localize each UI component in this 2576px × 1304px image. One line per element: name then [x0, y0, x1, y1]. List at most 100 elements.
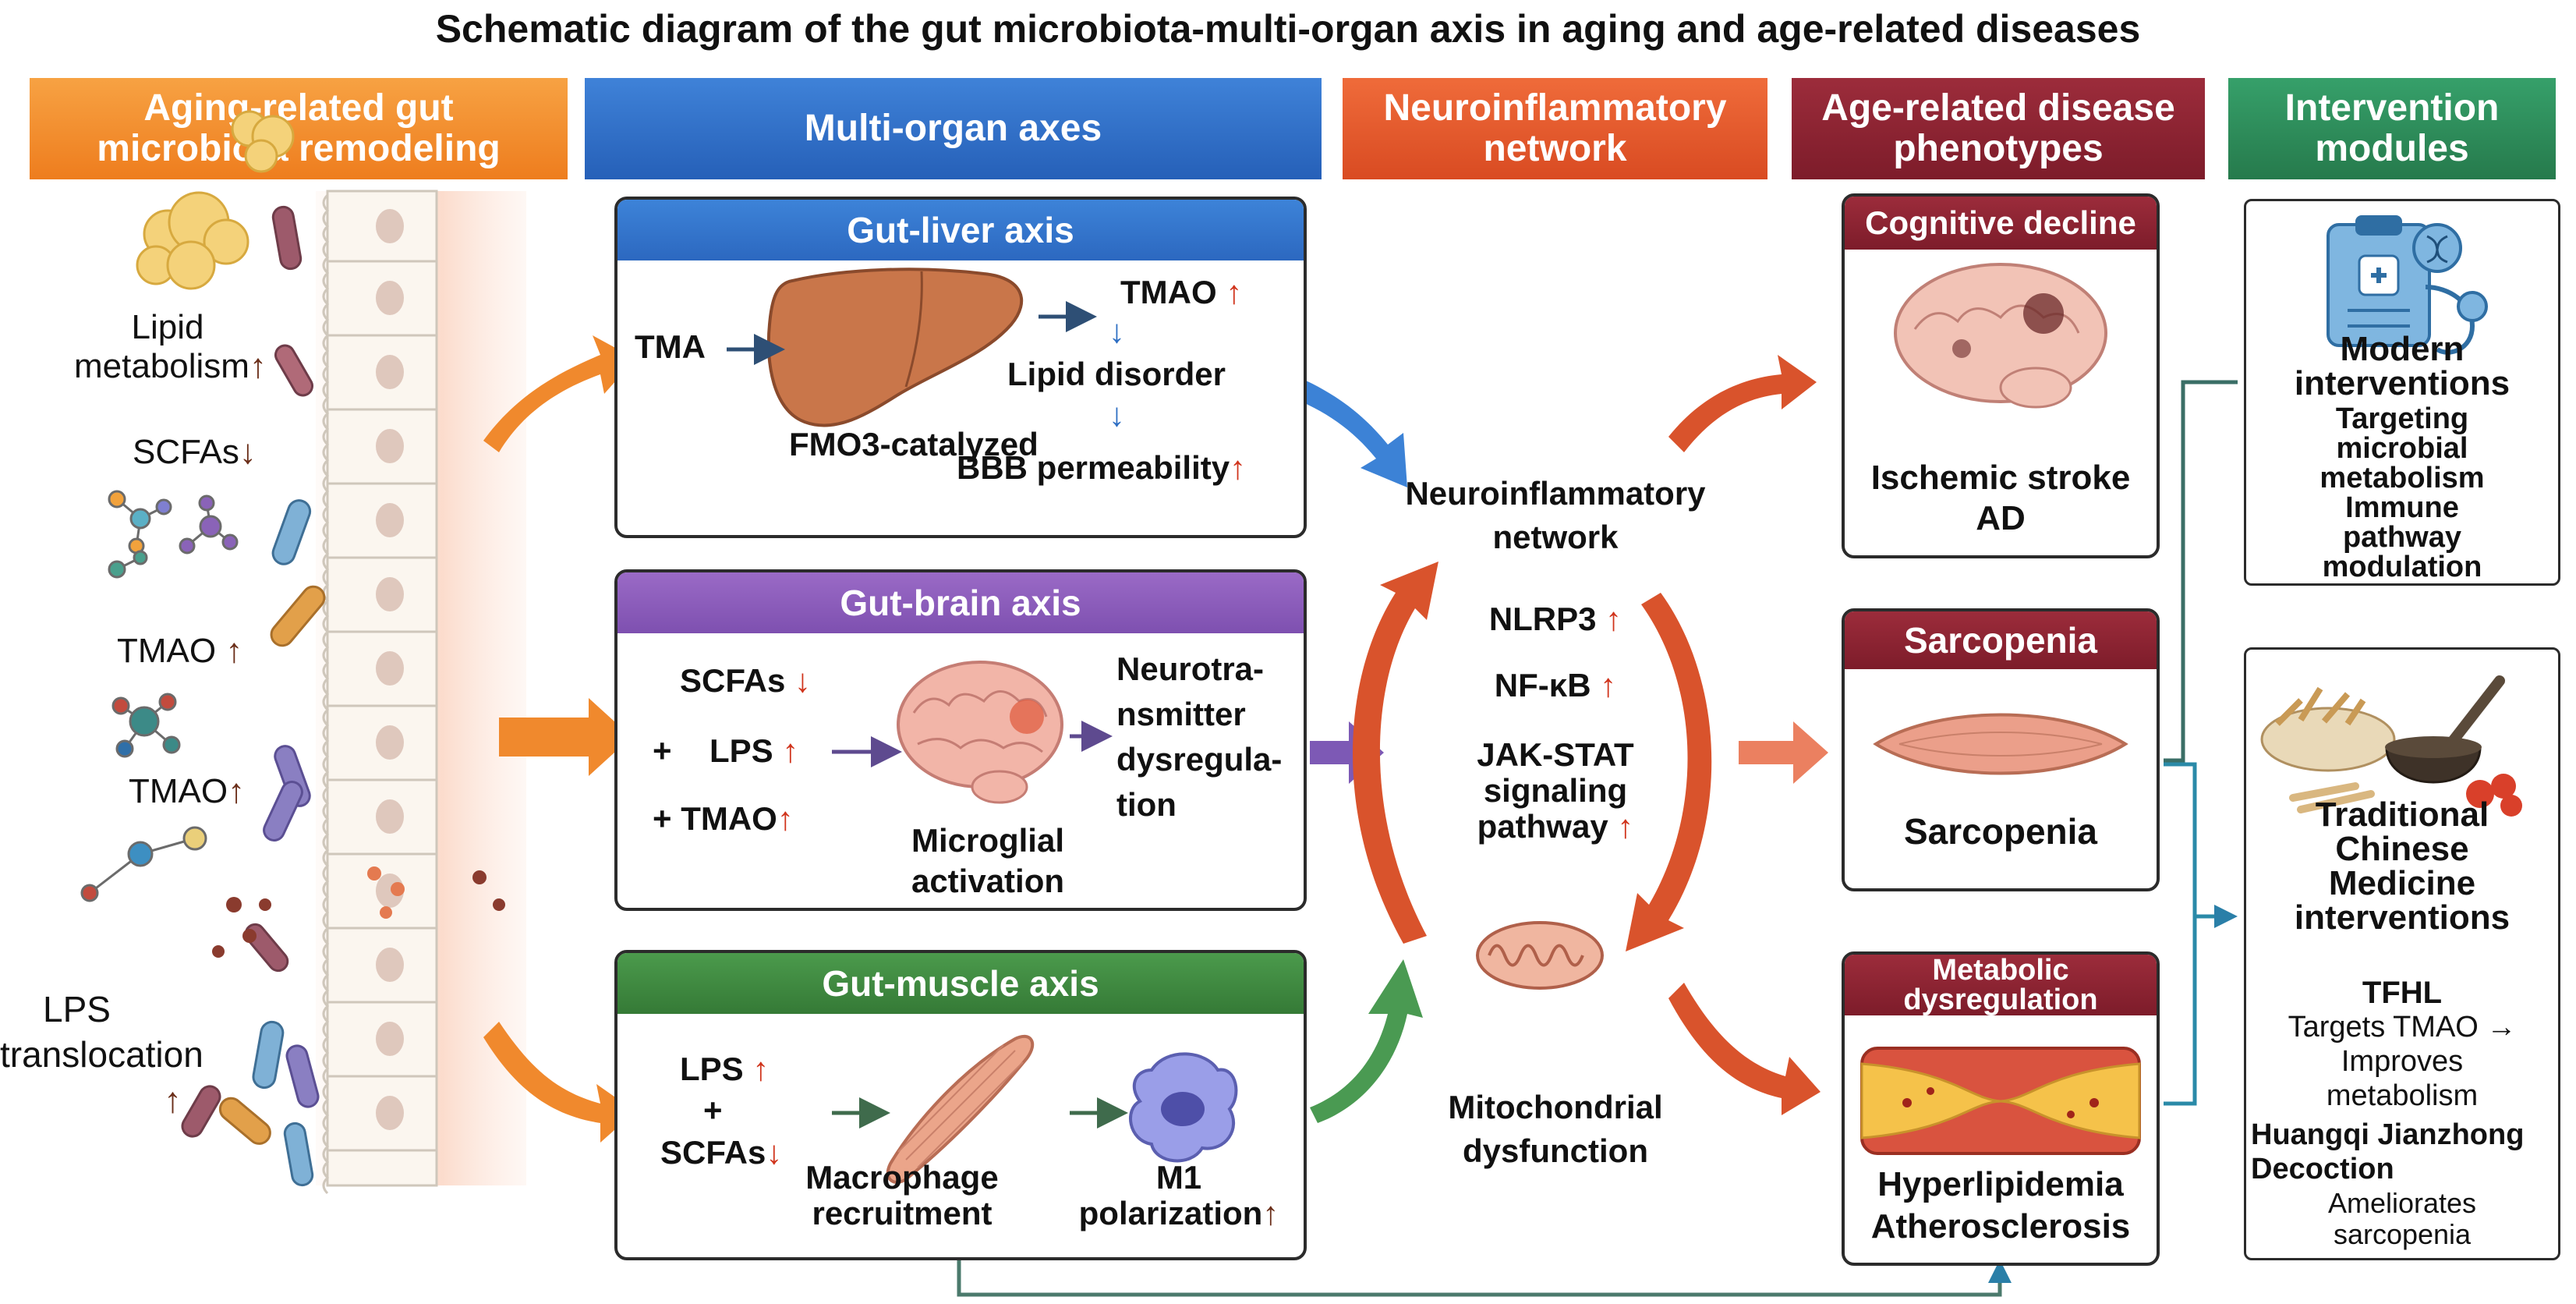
neuro-line1: Neurotra- [1116, 650, 1265, 687]
tmao-label-2-text: TMAO [129, 772, 228, 810]
tfhl-desc: Targets TMAO → Improves metabolism [2246, 1010, 2558, 1113]
column-header-disease-line1: Age-related disease [1821, 87, 2175, 129]
liver-down-arrow-2: ↓ [1109, 396, 1125, 433]
neuro-to-sarcopenia-arrow [1739, 721, 1828, 784]
neuro-to-cognitive-arrow [1668, 355, 1817, 452]
column-header-neuro-line2: network [1483, 128, 1627, 169]
bbb-up-arrow: ↑ [1230, 449, 1247, 486]
huangqi-desc: Ameliorates sarcopenia [2246, 1188, 2558, 1250]
tmao-1-up-arrow: ↑ [225, 632, 243, 670]
gb-scfas-label: SCFAs ↓ [680, 662, 811, 700]
lps-translocation-label: LPS translocation ↑ [0, 987, 265, 1122]
lipid-up-arrow: ↑ [249, 347, 267, 385]
tmao-liver-up-arrow: ↑ [1226, 274, 1243, 310]
gm-scfas-down-arrow: ↓ [766, 1134, 783, 1171]
sarcopenia-header: Sarcopenia [1845, 611, 2157, 669]
dna-icon [2412, 223, 2462, 273]
m1-line1: M1 [1155, 1159, 1202, 1196]
tmao-label-2: TMAO↑ [129, 772, 245, 811]
tmao-liver-text: TMAO [1120, 274, 1226, 310]
gut-liver-panel: Gut-liver axis TMA FMO3-catalyzed TMAO ↑… [614, 197, 1307, 538]
tcm-title-1: Traditional [2315, 796, 2489, 834]
jak-line3-text: pathway [1477, 808, 1618, 845]
modern-title: Modern interventions [2246, 332, 2558, 401]
scfas-down-arrow: ↓ [239, 433, 257, 471]
metabolic-line2: Atherosclerosis [1870, 1207, 2131, 1246]
m1-line2-text: polarization [1078, 1195, 1263, 1231]
modern-sub: Targeting microbial metabolism Immune pa… [2246, 404, 2558, 582]
lipid-label-line2: metabolism [74, 347, 249, 385]
neuro-line4: tion [1116, 786, 1177, 823]
macro-line2: recruitment [812, 1195, 993, 1231]
fmo3-label: FMO3-catalyzed [789, 426, 1039, 462]
modern-graphics [2327, 215, 2488, 355]
nfkb-text: NF-κB [1494, 667, 1601, 703]
cognitive-panel: Cognitive decline Ischemic stroke AD [1842, 193, 2160, 558]
gut-muscle-to-neuro-arrow [1310, 959, 1423, 1123]
gb-tmao-label: + TMAO↑ [653, 800, 794, 838]
cognitive-line2: AD [1976, 499, 2026, 537]
tmao-liver-label: TMAO ↑ [1120, 274, 1242, 311]
jak-line1: JAK-STAT [1477, 736, 1634, 773]
jak-up-arrow: ↑ [1617, 808, 1634, 845]
m1-up-arrow: ↑ [1262, 1195, 1279, 1231]
column-header-intervention-line2: modules [2315, 128, 2469, 169]
huangqi-label: Huangqi Jianzhong Decoction [2251, 1118, 2524, 1186]
m1-label: M1 polarization↑ [1062, 1160, 1296, 1231]
lipid-droplets-icon [136, 110, 295, 290]
lps-up-arrow: ↑ [164, 1079, 182, 1120]
cognitive-line1: Ischemic stroke [1870, 459, 2131, 497]
column-header-axes: Multi-organ axes [585, 78, 1322, 179]
column-header-intervention-line1: Intervention [2284, 87, 2500, 129]
huangqi-desc-1: Ameliorates [2327, 1187, 2477, 1219]
nlrp3-label: NLRP3 ↑ [1357, 601, 1754, 638]
brain-icon [897, 661, 1063, 804]
sarcopenia-graphics [1873, 713, 2128, 775]
tmao-label-1: TMAO ↑ [117, 632, 242, 671]
disease-to-tcm-connector [2164, 762, 2197, 1106]
macrophage-label: Macrophage recruitment [801, 1160, 1003, 1231]
column-header-neuro-line1: Neuroinflammatory [1383, 87, 1727, 129]
column-header-axes-label: Multi-organ axes [804, 108, 1102, 150]
scfas-label: SCFAs↓ [133, 433, 257, 472]
scfas-label-text: SCFAs [133, 433, 239, 471]
herbal-medicine-icon [2260, 675, 2522, 817]
neuro-network-title: Neuroinflammatory network [1357, 472, 1754, 559]
modern-sub-4: Immune [2345, 491, 2459, 524]
gb-tmao-up-arrow: ↑ [777, 800, 794, 837]
metabolic-header-line1: Metabolic [1932, 954, 2069, 987]
column-header-neuro: Neuroinflammatory network [1343, 78, 1767, 179]
gm-lps-label: LPS ↑ [680, 1051, 769, 1088]
cognitive-label: Ischemic stroke AD [1845, 458, 2157, 539]
mito-line1: Mitochondrial [1448, 1089, 1663, 1125]
lipid-label-line1: Lipid [131, 308, 204, 346]
gut-liver-header: Gut-liver axis [617, 200, 1304, 260]
gm-lps-up-arrow: ↑ [752, 1051, 770, 1087]
gm-scfas-label: SCFAs↓ [660, 1134, 782, 1171]
lps-label-line1: LPS [43, 989, 111, 1029]
neuro-to-metabolic-arrow [1668, 983, 1821, 1115]
mito-dysfunction-label: Mitochondrial dysfunction [1357, 1086, 1754, 1173]
cognitive-graphics [1894, 263, 2107, 409]
cognitive-header: Cognitive decline [1845, 197, 2157, 250]
nfkb-up-arrow: ↑ [1600, 667, 1617, 703]
bbb-text: BBB permeability [957, 449, 1230, 486]
gb-lps-label: LPS ↑ [709, 732, 798, 770]
liver-down-arrow-1: ↓ [1109, 313, 1125, 349]
huangqi-line2: Decoction [2251, 1153, 2394, 1185]
column-header-microbiota-line1: Aging-related gut [143, 87, 454, 129]
metabolic-panel: Metabolic dysregulation Hyperlipidemia A… [1842, 951, 2160, 1266]
gb-scfas-text: SCFAs [680, 662, 795, 699]
modern-sub-2: microbial [2336, 432, 2468, 465]
lps-label-line2: translocation [0, 1034, 203, 1075]
gm-lps-text: LPS [680, 1051, 753, 1087]
page-title: Schematic diagram of the gut microbiota-… [435, 7, 2141, 51]
mito-line2: dysfunction [1463, 1132, 1648, 1169]
gut-muscle-graphics [832, 1034, 1238, 1184]
liver-icon [766, 268, 1024, 427]
stethoscope-icon [2425, 285, 2488, 355]
jak-line2: signaling [1483, 772, 1628, 809]
column-header-disease: Age-related disease phenotypes [1792, 78, 2205, 179]
column-header-intervention: Intervention modules [2228, 78, 2556, 179]
